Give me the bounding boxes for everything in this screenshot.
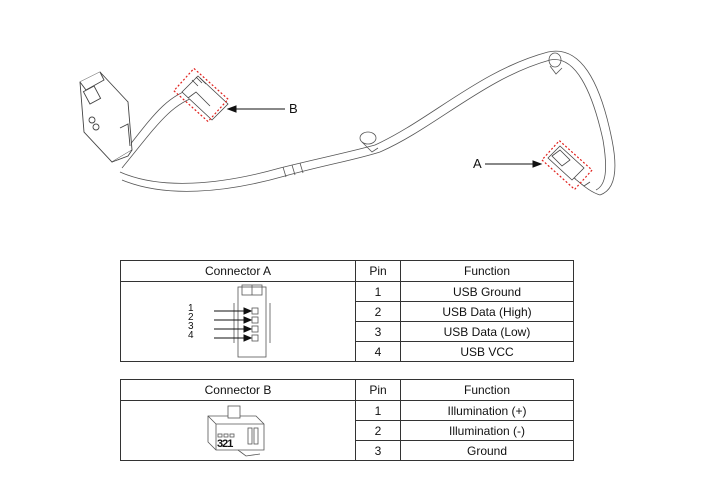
pin-label: 1 — [188, 303, 194, 314]
pin-label: 3 — [188, 321, 194, 332]
pin-function: USB VCC — [400, 341, 574, 362]
pin-function: Illumination (+) — [400, 400, 574, 421]
connector-a-face-view: 1 2 3 4 — [120, 281, 356, 362]
header-function: Function — [400, 379, 574, 401]
connector-b-table: Connector B Pin Function — [120, 379, 574, 461]
cable — [121, 59, 607, 192]
header-pin: Pin — [355, 260, 401, 282]
pin-function: USB Data (High) — [400, 301, 574, 322]
table-row: 1 2 3 4 1 USB Ground — [120, 281, 574, 362]
pin-number: 3 — [355, 440, 401, 461]
cable — [119, 50, 616, 196]
pin-number: 2 — [355, 420, 401, 441]
pin-label: 2 — [188, 312, 194, 323]
connector-a-drawing — [547, 145, 591, 187]
connector-b-pinout-icon — [207, 405, 265, 456]
table-row: 3 USB Data (Low) — [121, 321, 574, 342]
pin-function: Illumination (-) — [400, 420, 574, 441]
table-header-row: Connector A Pin Function — [120, 260, 574, 282]
camera-unit — [79, 71, 133, 163]
callout-b-arrowhead — [226, 105, 237, 113]
header-function: Function — [400, 260, 574, 282]
pin-number: 1 — [355, 400, 401, 421]
table-row: 321 1 Illumination (+) — [120, 400, 574, 461]
table-row: 2 Illumination (-) — [121, 420, 574, 441]
pin-marking: 321 — [217, 438, 233, 450]
pin-number: 2 — [355, 301, 401, 322]
pin-function: USB Data (Low) — [400, 321, 574, 342]
connector-a-highlight — [541, 139, 593, 191]
pin-number: 3 — [355, 321, 401, 342]
connector-a-pinout-icon — [214, 284, 271, 357]
tape-wrap — [282, 162, 304, 178]
pin-number: 1 — [355, 281, 401, 302]
callout-a-arrowhead — [532, 160, 543, 168]
connector-b-highlight — [173, 67, 229, 123]
header-pin: Pin — [355, 379, 401, 401]
callout-a-label: A — [473, 156, 482, 171]
pin-label: 4 — [188, 330, 194, 341]
harness-clip — [359, 52, 563, 153]
header-connector: Connector B — [120, 379, 356, 401]
pin-number: 4 — [355, 341, 401, 362]
callout-b-label: B — [289, 101, 298, 116]
pin-function: USB Ground — [400, 281, 574, 302]
harness-illustration — [79, 50, 616, 196]
pin-function: Ground — [400, 440, 574, 461]
table-row: 2 USB Data (High) — [121, 301, 574, 322]
table-header-row: Connector B Pin Function — [120, 379, 574, 401]
cable — [121, 95, 199, 169]
connector-a-table: Connector A Pin Function — [120, 260, 574, 362]
table-row: 4 USB VCC — [121, 341, 574, 362]
connector-b-face-view: 321 — [120, 400, 356, 461]
connector-b-drawing — [181, 75, 229, 121]
table-row: 3 Ground — [121, 440, 574, 461]
header-connector: Connector A — [120, 260, 356, 282]
